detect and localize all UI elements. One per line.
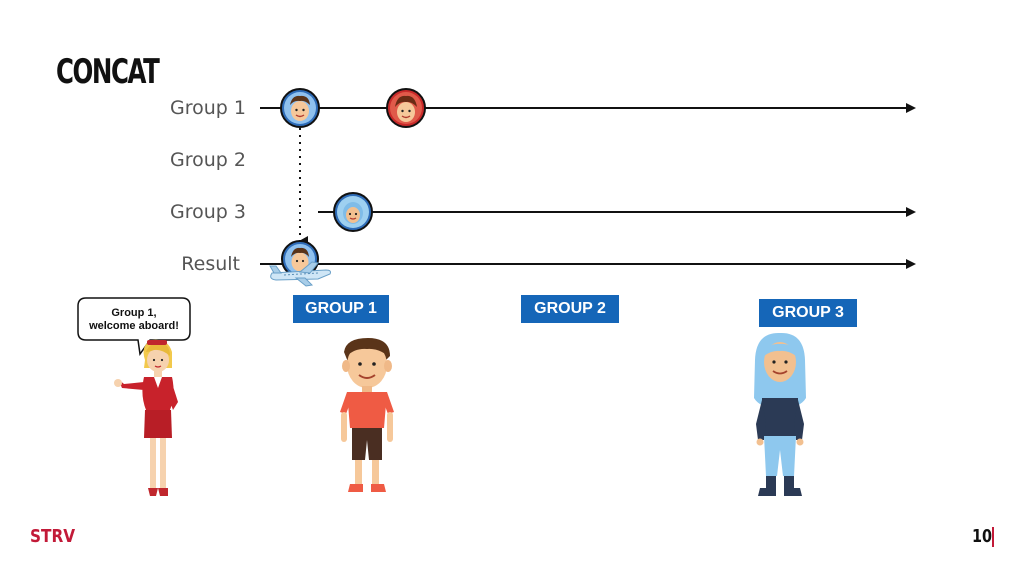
hijab-woman-figure (754, 332, 806, 496)
page-number: 10 (972, 526, 993, 547)
flight-attendant-figure (114, 339, 178, 496)
row-label-group-3: Group 3 (170, 201, 246, 223)
group-1-button[interactable]: GROUP 1 (293, 295, 389, 323)
marker-boy-avatar-icon (280, 88, 320, 128)
row-label-group-1: Group 1 (170, 97, 246, 119)
group-2-button[interactable]: GROUP 2 (521, 295, 619, 323)
row-label-group-2: Group 2 (170, 149, 246, 171)
marker-hijab-avatar-icon (333, 192, 373, 232)
group-3-button[interactable]: GROUP 3 (759, 299, 857, 327)
boy-figure (340, 338, 394, 492)
speech-line-1: Group 1, (111, 307, 157, 319)
slide-title: CONCAT (56, 52, 160, 92)
page-number-accent (992, 527, 994, 547)
speech-line-2: welcome aboard! (89, 320, 179, 332)
row-label-result: Result (181, 253, 240, 275)
marker-girl-avatar-icon (386, 88, 426, 128)
brand-logo: STRV (30, 526, 76, 547)
speech-bubble-text: Group 1, welcome aboard! (79, 300, 189, 340)
airplane-icon (269, 261, 331, 287)
